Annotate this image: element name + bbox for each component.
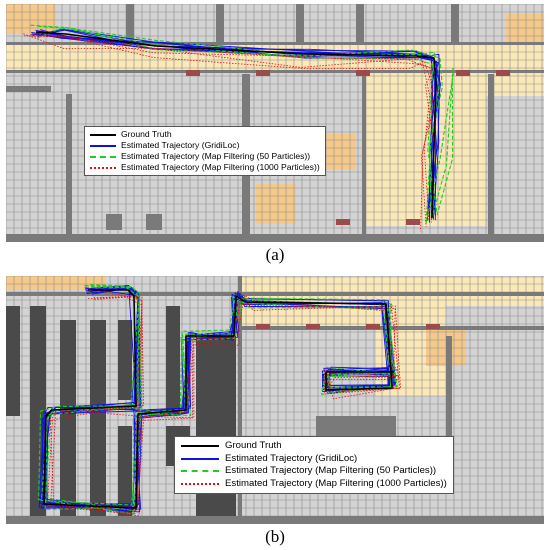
door [456,70,470,76]
wall [66,94,72,242]
wall [296,4,304,42]
floor-map-panel-b: Ground Truth Estimated Trajectory (Gridi… [6,276,544,524]
door [306,324,320,329]
wall [216,4,224,42]
map-filtering-1000-trajectory [23,33,435,223]
wall [6,292,544,296]
wall [356,4,364,42]
room-top-left [6,276,106,290]
wall [451,4,459,42]
map-filtering-1000-swatch [90,166,116,169]
wall [106,214,122,230]
floor-map-panel-a: Ground Truth Estimated Trajectory (Gridi… [6,4,544,242]
main-corridor [6,44,544,70]
door [356,70,370,76]
door [406,219,420,225]
legend-label: Estimated Trajectory (GridiLoc) [121,140,240,150]
room-top-right [506,14,544,44]
legend-item-ground-truth: Ground Truth [90,129,320,140]
wall [6,70,544,73]
dark-block [60,320,76,524]
legend-item-gridiloc: Estimated Trajectory (GridiLoc) [181,453,447,466]
wall [362,70,366,242]
wall [6,42,544,45]
legend-label: Estimated Trajectory (Map Filtering (50 … [225,465,437,477]
ground-truth-trajectory [43,289,394,509]
legend-item-gridiloc: Estimated Trajectory (GridiLoc) [90,140,320,151]
door [186,70,200,76]
wall [488,74,494,242]
ground-truth-swatch [181,445,219,448]
map-filtering-50-trajectory [37,25,455,224]
map-filtering-1000-trajectory [44,293,395,511]
legend-label: Ground Truth [121,129,172,139]
map-filtering-50-swatch [181,470,219,473]
ground-truth-swatch [90,133,116,136]
wall [126,4,134,42]
legend-label: Estimated Trajectory (Map Filtering (100… [121,162,320,172]
door [256,70,270,76]
dark-block [166,306,180,416]
floor-map-a [6,4,544,242]
legend-label: Estimated Trajectory (GridiLoc) [225,452,358,464]
door [366,324,380,329]
dark-block [30,306,46,524]
legend-item-ground-truth: Ground Truth [181,440,447,453]
legend-label: Ground Truth [225,440,282,451]
wall [6,86,51,92]
door [426,324,440,329]
caption-a: (a) [265,245,285,264]
dark-block [118,426,132,524]
wall [316,416,396,436]
door [256,324,270,329]
dark-block [90,320,106,524]
wall [238,276,242,524]
legend-label: Estimated Trajectory (Map Filtering (50 … [121,151,311,161]
dark-block [118,320,132,400]
legend-item-map-filtering-1000: Estimated Trajectory (Map Filtering (100… [90,162,320,173]
wall [446,336,452,476]
wall [146,214,162,230]
map-filtering-1000-swatch [181,483,219,486]
door [496,70,510,76]
legend-label: Estimated Trajectory (Map Filtering (100… [225,477,447,489]
legend-item-map-filtering-50: Estimated Trajectory (Map Filtering (50 … [90,151,320,162]
caption-b: (b) [265,527,285,546]
wall [6,516,544,524]
legend-b: Ground Truth Estimated Trajectory (Gridi… [174,436,454,495]
map-filtering-50-trajectory [36,26,454,216]
wall [6,234,544,242]
gridiloc-swatch [181,457,219,460]
side-room [486,64,544,96]
dark-block [6,306,20,416]
ground-truth-trajectory [35,31,437,219]
legend-item-map-filtering-1000: Estimated Trajectory (Map Filtering (100… [181,478,447,491]
map-filtering-50-swatch [90,155,116,158]
room-top-left [6,4,56,34]
legend-item-map-filtering-50: Estimated Trajectory (Map Filtering (50 … [181,465,447,478]
legend-a: Ground Truth Estimated Trajectory (Gridi… [84,126,326,176]
map-filtering-1000-trajectory [30,34,437,227]
door [336,219,350,225]
gridiloc-swatch [90,144,116,147]
